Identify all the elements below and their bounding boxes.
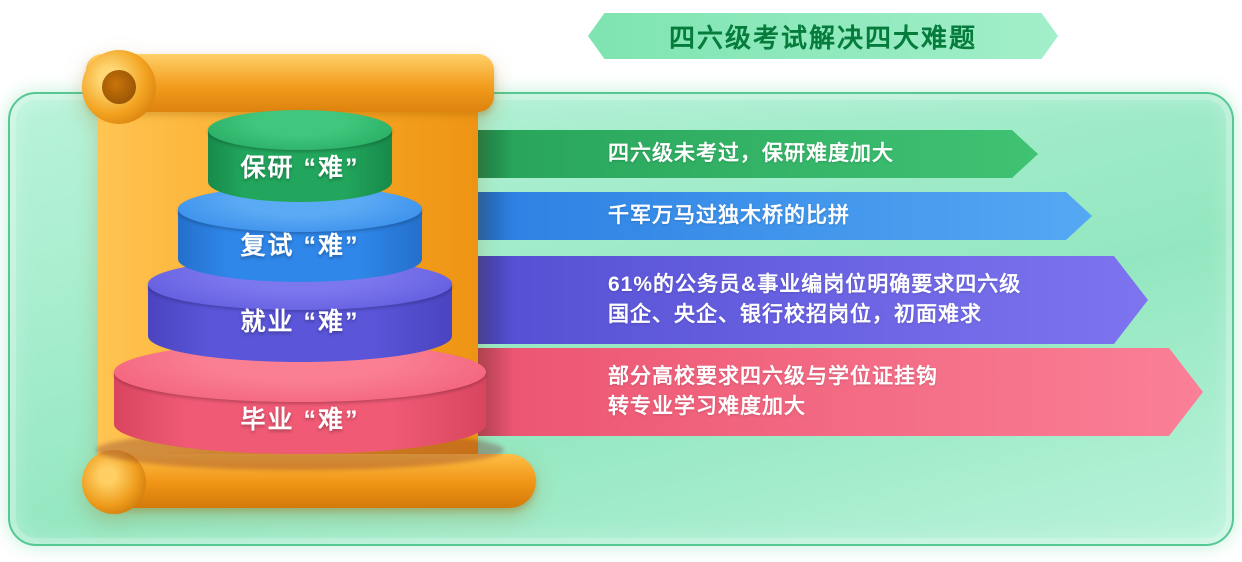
- banner-employment: 61%的公务员&事业编岗位明确要求四六级 国企、央企、银行校招岗位，初面难求: [478, 256, 1148, 344]
- title-ribbon: 四六级考试解决四大难题: [588, 13, 1058, 59]
- tier-label: 保研 “难”: [240, 154, 360, 182]
- banner-text-line: 千军万马过独木桥的比拼: [608, 204, 850, 227]
- banner-text-line: 四六级未考过，保研难度加大: [608, 142, 894, 165]
- page-title: 四六级考试解决四大难题: [668, 22, 977, 53]
- tier-graduate-recommendation: 保研 “难”: [208, 110, 392, 202]
- tier-label: 就业 “难”: [240, 308, 360, 336]
- scroll-bottom-roll: [90, 454, 536, 508]
- scroll-top-curl-icon: [82, 50, 156, 124]
- tier-cap: [208, 110, 392, 150]
- banner-text-line: 转专业学习难度加大: [608, 395, 806, 418]
- banner-text-line: 部分高校要求四六级与学位证挂钩: [608, 365, 938, 388]
- banner-graduate-recommendation: 四六级未考过，保研难度加大: [478, 130, 1038, 178]
- scroll-bottom-curl-icon: [82, 450, 146, 514]
- tier-label: 复试 “难”: [240, 232, 360, 260]
- banner-reexamination: 千军万马过独木桥的比拼: [478, 192, 1092, 240]
- banner-text-line: 国企、央企、银行校招岗位，初面难求: [608, 303, 982, 326]
- banner-text-line: 61%的公务员&事业编岗位明确要求四六级: [608, 273, 1022, 296]
- difficulty-cake: 毕业 “难” 就业 “难” 复试 “难” 保研 “难”: [96, 104, 504, 476]
- banner-graduation: 部分高校要求四六级与学位证挂钩 转专业学习难度加大: [478, 348, 1203, 436]
- tier-label: 毕业 “难”: [240, 406, 360, 434]
